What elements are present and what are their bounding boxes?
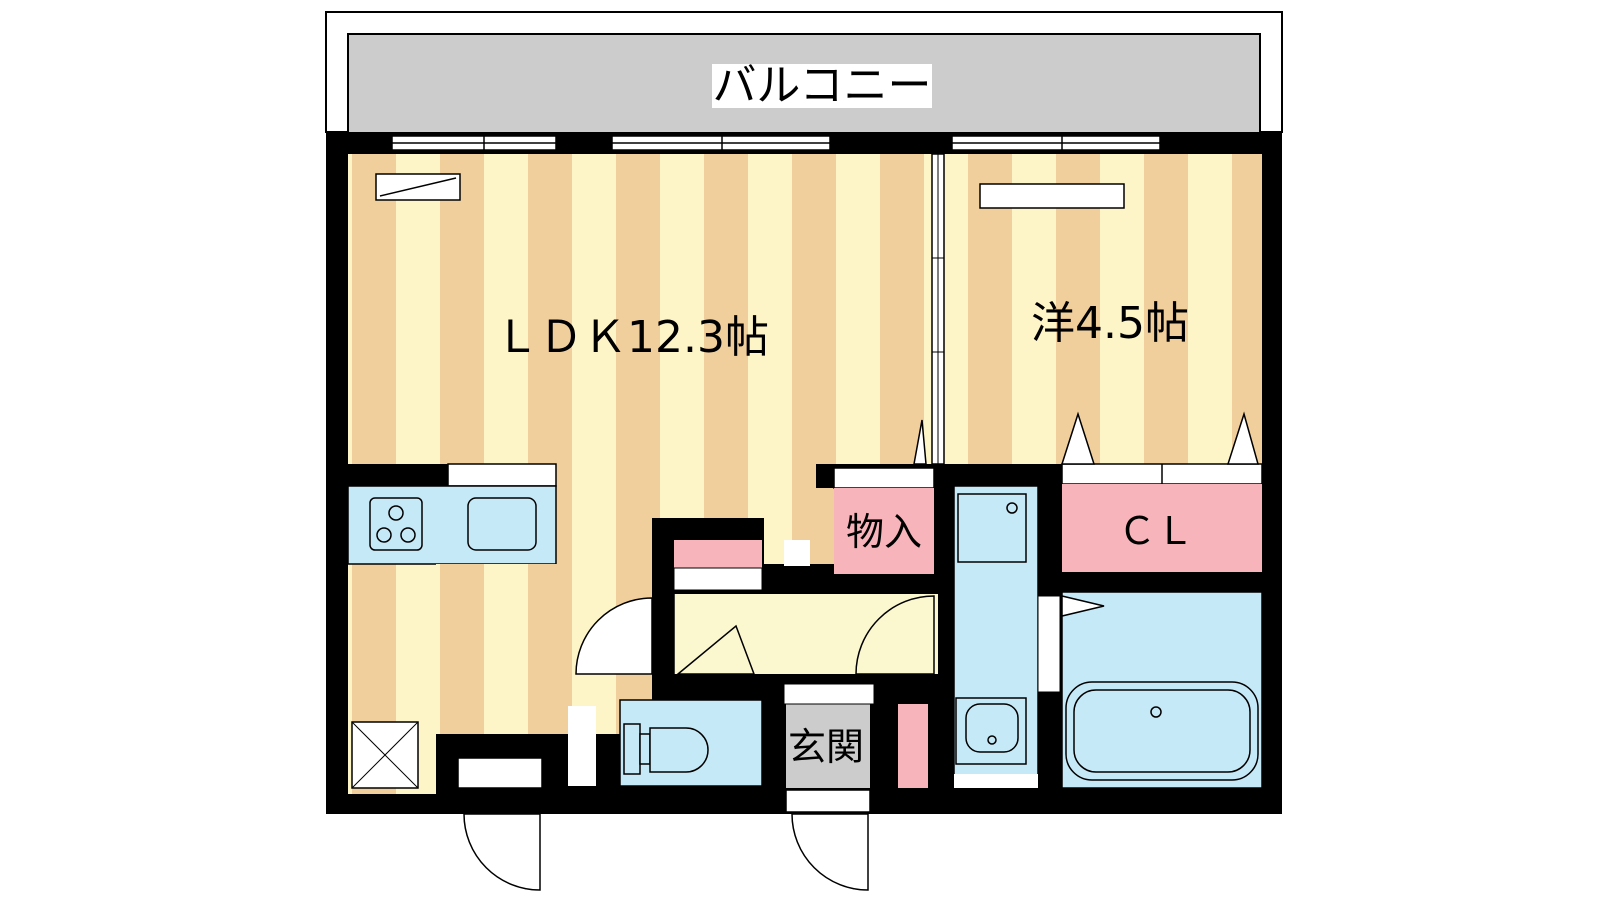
closet: [1062, 484, 1262, 572]
toilet-icon: [623, 723, 709, 775]
washing-machine-icon: [957, 493, 1027, 563]
ldk-label: ＬＤＫ12.3帖: [495, 312, 769, 363]
entry-doors: [457, 757, 871, 891]
shoe-storage: [674, 540, 762, 568]
entrance-floor: [786, 704, 870, 788]
toilet-storage: [568, 706, 596, 786]
door-swings: [575, 594, 935, 675]
air-conditioner-ldk: [375, 173, 461, 201]
entrance-label: 玄関: [788, 725, 864, 769]
storage-area: [834, 488, 934, 574]
sliding-partition: [931, 153, 945, 465]
windows: [391, 135, 1161, 151]
balcony-label: バルコニー: [712, 60, 931, 111]
fridge-space: [351, 721, 419, 789]
bathtub-icon: [1065, 681, 1259, 781]
western-room-label: 洋4.5帖: [1031, 298, 1189, 349]
balcony: バルコニー: [325, 11, 1283, 135]
sink-icon: [467, 497, 537, 551]
pipe-space: [784, 540, 810, 566]
air-conditioner-western: [979, 183, 1125, 209]
sliding-door-marks: [913, 411, 1259, 465]
closet-label: ＣＬ: [1118, 509, 1194, 553]
kitchen-counter: [347, 463, 557, 565]
entrance-shoe-box: [898, 704, 928, 788]
stove-icon: [369, 497, 423, 551]
storage-label: 物入: [846, 510, 922, 554]
washbasin-icon: [955, 697, 1027, 765]
